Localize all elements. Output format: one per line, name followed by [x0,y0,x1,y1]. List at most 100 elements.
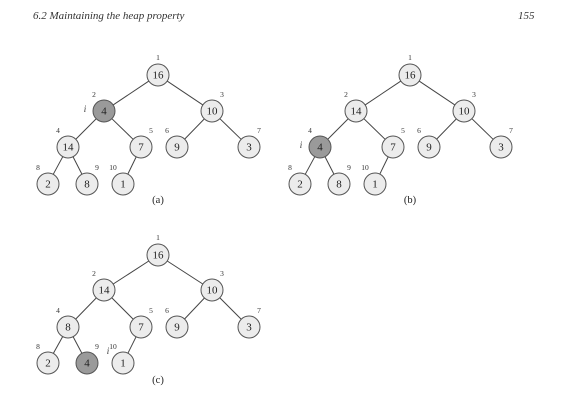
node-index: 6 [417,126,421,135]
page-number: 155 [518,10,535,22]
node-index: 8 [36,163,40,172]
node-index: 10 [109,163,117,172]
node-index: 4 [308,126,312,135]
tree-edge [304,156,316,175]
node-circle [237,315,261,339]
node-index: 4 [56,306,60,315]
node-key: 8 [336,179,342,191]
tree-edge [184,118,205,140]
panel-caption: (b) [404,195,417,206]
node-circle [363,172,387,196]
pointer-i-label: i [300,140,303,150]
tree-edge [111,297,134,320]
highlighted-node-circle [92,99,116,123]
node-key: 1 [120,179,126,191]
tree-edge [112,260,150,285]
node-key: 10 [207,106,219,118]
node-index: 7 [509,126,513,135]
tree-edge [52,336,64,354]
tree-edge [363,118,386,140]
tree-edge [52,156,64,175]
node-index: 3 [220,269,224,278]
node-key: 8 [84,179,90,191]
node-circle [36,172,60,196]
node-key: 4 [317,142,323,154]
node-circle [237,135,261,159]
tree-edge [112,80,150,106]
node-index: 1 [408,53,412,62]
node-key: 4 [84,358,90,370]
node-key: 1 [120,358,126,370]
node-index: 9 [347,163,351,172]
node-circle [381,135,405,159]
node-circle [327,172,351,196]
tree-edge [418,80,456,106]
node-index: 2 [92,269,96,278]
node-key: 3 [246,322,252,334]
tree-edge [111,118,134,140]
node-circle [129,135,153,159]
node-key: 9 [174,322,180,334]
node-key: 3 [498,142,504,154]
node-circle [111,351,135,375]
highlighted-node-circle [308,135,332,159]
node-index: 1 [156,53,160,62]
node-key: 10 [207,285,219,297]
node-circle [344,99,368,123]
node-index: 3 [472,90,476,99]
node-index: 10 [361,163,369,172]
node-key: 9 [426,142,432,154]
node-key: 16 [153,250,165,262]
highlighted-node-circle [75,351,99,375]
tree-edge [127,156,137,175]
node-key: 1 [372,179,378,191]
node-circle [452,99,476,123]
node-index: 10 [109,342,117,351]
node-index: 2 [344,90,348,99]
pointer-i-label: i [84,104,87,114]
node-key: 4 [101,106,107,118]
node-circle [200,99,224,123]
node-key: 16 [405,70,417,82]
node-key: 9 [174,142,180,154]
node-index: 8 [288,163,292,172]
node-circle [165,135,189,159]
node-circle [489,135,513,159]
node-index: 4 [56,126,60,135]
tree-edge [219,118,242,140]
node-circle [56,315,80,339]
tree-edge [166,80,204,106]
tree-edge [75,118,97,140]
node-circle [398,63,422,87]
tree-edge [327,118,349,140]
node-index: 5 [149,126,153,135]
node-key: 7 [390,142,396,154]
node-key: 8 [65,322,71,334]
panel-caption: (a) [152,195,164,206]
node-index: 7 [257,126,261,135]
node-circle [92,278,116,302]
node-index: 9 [95,163,99,172]
page-header: 6.2 Maintaining the heap property 155 [0,0,573,30]
tree-edge [436,118,457,140]
tree-edge [72,156,83,175]
node-circle [146,243,170,267]
tree-edge [471,118,494,140]
section-title: 6.2 Maintaining the heap property [33,10,185,22]
node-index: 8 [36,342,40,351]
node-circle [36,351,60,375]
tree-edge [127,336,137,354]
tree-edge [324,156,335,175]
node-index: 6 [165,306,169,315]
tree-edge [184,297,205,320]
node-circle [200,278,224,302]
tree-edge [364,80,402,106]
node-circle [56,135,80,159]
node-circle [111,172,135,196]
tree-edge [166,260,204,285]
node-key: 2 [45,358,51,370]
node-key: 2 [45,179,51,191]
node-key: 16 [153,70,165,82]
